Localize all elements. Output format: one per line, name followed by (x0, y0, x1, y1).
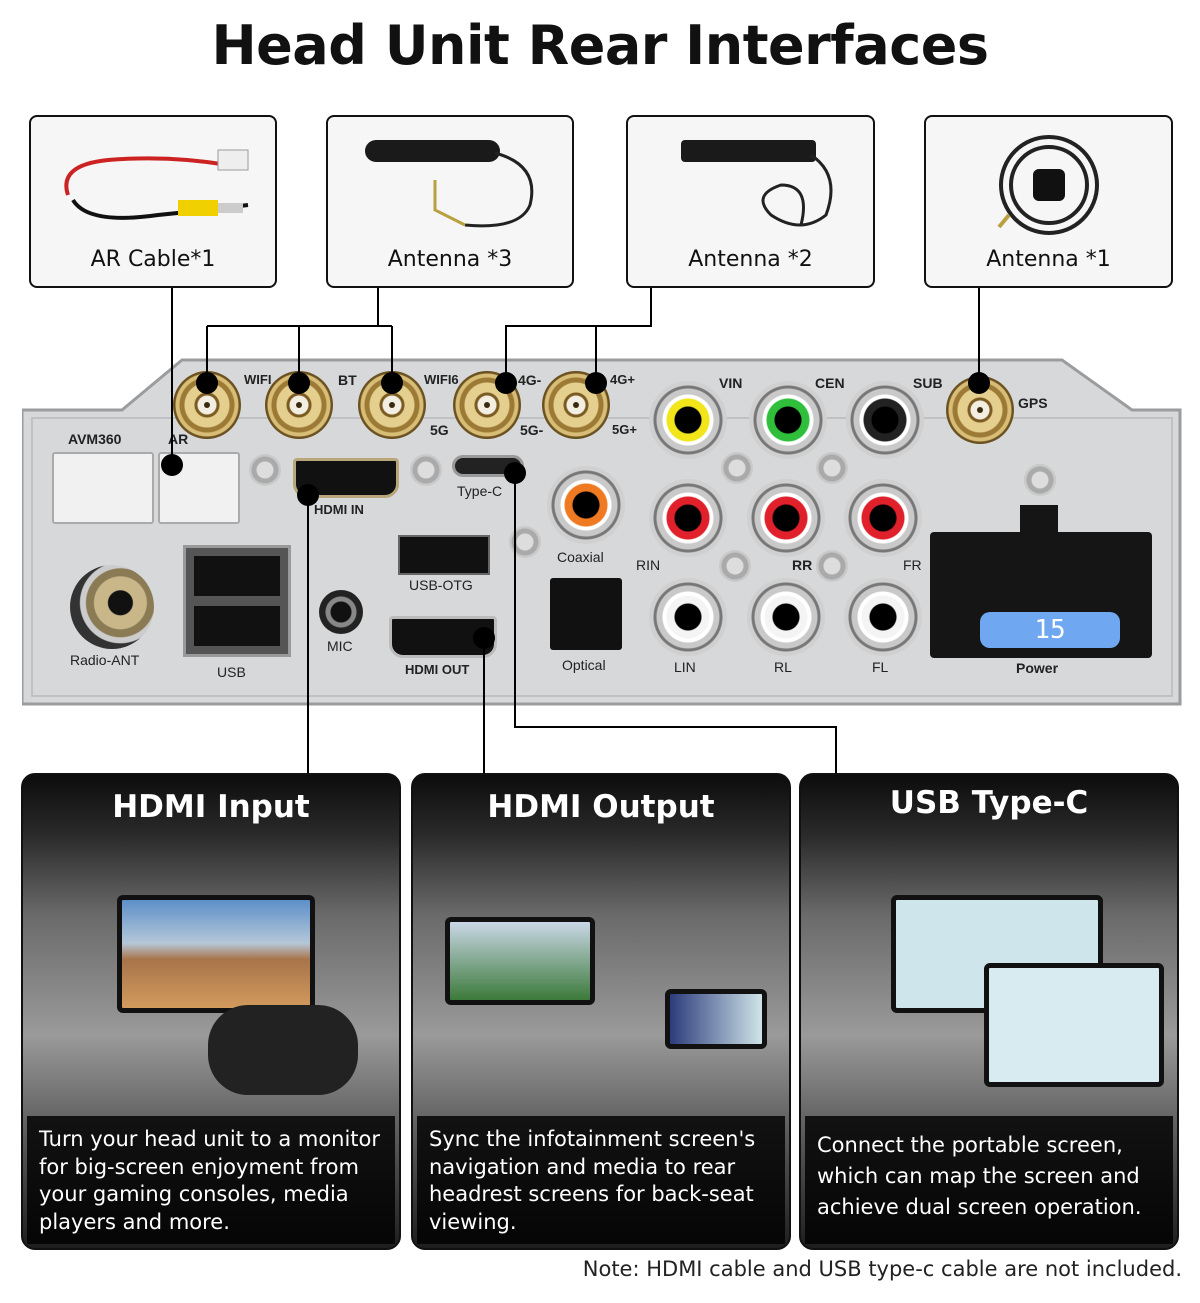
label-coaxial: Coaxial (557, 549, 604, 565)
label-usb-otg: USB-OTG (409, 577, 473, 593)
label-cen: CEN (815, 375, 845, 391)
rca-port-sub (846, 381, 924, 459)
label-radio-ant: Radio-ANT (70, 652, 140, 668)
screw-icon (816, 452, 848, 484)
usb-otg-port (398, 535, 490, 575)
power-connector-latch (1020, 505, 1058, 535)
card-caption: Turn your head unit to a monitor for big… (27, 1116, 395, 1244)
card-usb-type-c: USB Type-C Connect the portable screen, … (799, 773, 1179, 1250)
rca-port-coaxial (547, 466, 625, 544)
card-hdmi-input: HDMI Input Turn your head unit to a moni… (21, 773, 401, 1250)
card-title: USB Type-C (889, 785, 1089, 821)
leader-dot (504, 462, 526, 484)
label-hdmi-in: HDMI IN (314, 502, 364, 517)
label-rr: RR (792, 557, 813, 573)
label-type-c: Type-C (457, 483, 503, 499)
screw-icon (1024, 464, 1056, 496)
accessory-label: Antenna *3 (387, 247, 513, 272)
label-5g: 5G (430, 422, 449, 438)
label-usb: USB (217, 664, 246, 680)
label-sub: SUB (913, 375, 943, 391)
label-5g-plus: 5G+ (612, 422, 637, 437)
rca-port-cen (749, 381, 827, 459)
portable-screen (984, 963, 1164, 1087)
headrest-screen (445, 917, 595, 1005)
screw-icon (816, 550, 848, 582)
rca-port-fr (844, 479, 922, 557)
leader-dot (495, 372, 517, 394)
label-gps: GPS (1018, 395, 1048, 411)
label-ar: AR (168, 431, 189, 447)
leader-dot (288, 372, 310, 394)
usb-port-stack (183, 545, 291, 657)
label-4g-plus: 4G+ (610, 372, 635, 387)
rca-port-vin (649, 381, 727, 459)
label-avm360: AVM360 (68, 431, 122, 447)
radio-antenna-port (70, 565, 154, 649)
label-rin: RIN (636, 557, 661, 573)
game-controller (208, 1005, 358, 1095)
accessory-label: AR Cable*1 (90, 247, 216, 272)
label-wifi6: WIFI6 (424, 372, 459, 387)
note-text: Note: HDMI cable and USB type-c cable ar… (582, 1257, 1182, 1281)
label-mic: MIC (327, 638, 353, 654)
card-title: HDMI Output (487, 789, 715, 825)
card-title: HDMI Input (112, 789, 310, 825)
leader-dot (473, 627, 495, 649)
screw-icon (249, 454, 281, 486)
label-rl: RL (774, 659, 792, 675)
leader-dot (161, 454, 183, 476)
label-fr: FR (903, 557, 922, 573)
leader-dot (297, 484, 319, 506)
fuse: 15 (980, 612, 1120, 648)
card-caption: Connect the portable screen, which can m… (805, 1116, 1173, 1244)
label-power: Power (1016, 660, 1059, 676)
card-caption: Sync the infotainment screen's navigatio… (417, 1116, 785, 1244)
mic-port (319, 590, 363, 634)
rca-port-lin (649, 578, 727, 656)
rca-port-rin (649, 479, 727, 557)
accessory-label: Antenna *2 (688, 247, 813, 272)
screw-icon (509, 526, 541, 558)
card-hdmi-output: HDMI Output Sync the infotainment screen… (411, 773, 791, 1250)
rca-port-rl (747, 578, 825, 656)
screw-icon (719, 550, 751, 582)
antenna-image (365, 140, 534, 228)
label-optical: Optical (562, 657, 606, 673)
screw-icon (721, 452, 753, 484)
rca-port-rr (747, 479, 825, 557)
label-hdmi-out: HDMI OUT (405, 662, 470, 677)
ar-cable-image (64, 149, 249, 220)
accessory-ar-cable: AR Cable*1 (29, 115, 277, 288)
head-unit-screen (117, 895, 315, 1013)
accessory-antenna-3: Antenna *3 (326, 115, 574, 288)
page-title: Head Unit Rear Interfaces (211, 14, 989, 77)
label-5g-minus: 5G- (520, 422, 544, 438)
screw-icon (410, 454, 442, 486)
label-vin: VIN (719, 375, 743, 391)
rca-port-fl (844, 578, 922, 656)
label-bt: BT (338, 372, 357, 388)
gps-antenna-image (996, 135, 1099, 235)
leader-dot (968, 372, 990, 394)
accessory-antenna-1: Antenna *1 (924, 115, 1173, 288)
accessory-antenna-2: Antenna *2 (626, 115, 875, 288)
optical-port (550, 578, 622, 650)
label-4g-minus: 4G- (518, 372, 542, 388)
label-fl: FL (872, 659, 889, 675)
leader-dot (196, 372, 218, 394)
avm360-connector (52, 452, 154, 524)
label-wifi: WIFI (244, 372, 272, 387)
head-unit-screen (665, 989, 767, 1049)
antenna-image (680, 140, 832, 227)
label-lin: LIN (674, 659, 696, 675)
leader-dot (381, 372, 403, 394)
accessory-label: Antenna *1 (986, 247, 1111, 272)
leader-dot (585, 372, 607, 394)
